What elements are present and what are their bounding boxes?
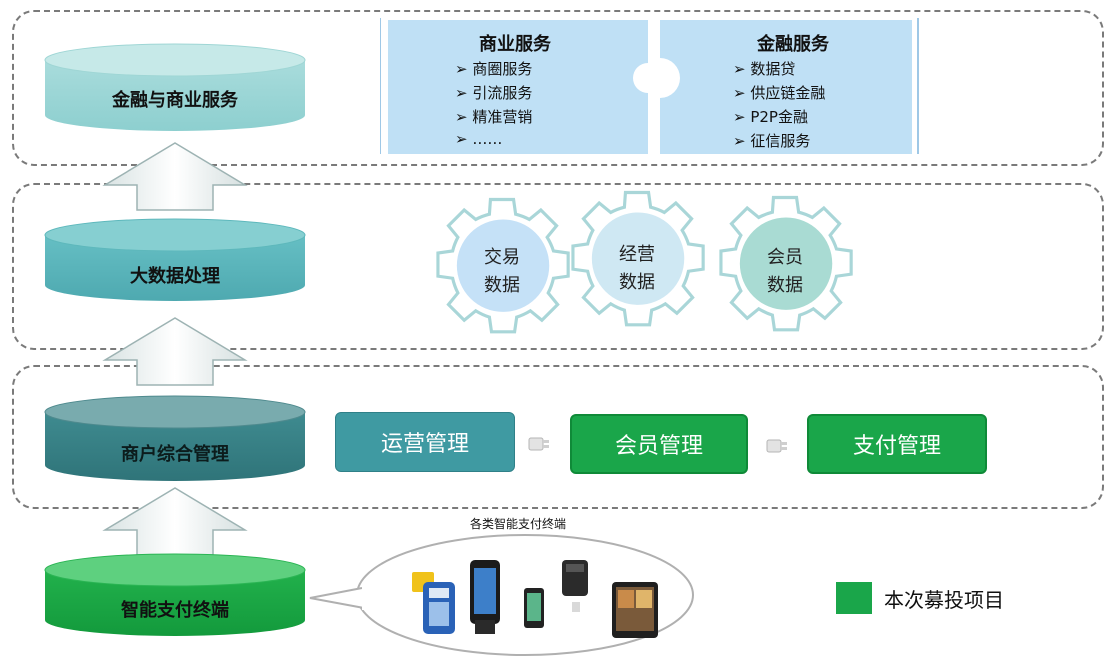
gear-label-line: 数据	[767, 275, 803, 296]
finance-service-piece	[660, 20, 912, 154]
payment-management-label: 支付管理	[852, 434, 941, 459]
business-service-piece	[388, 20, 648, 154]
business-service-item: ➢ 商圈服务	[455, 60, 533, 78]
layer-label-merchant-management: 商户综合管理	[121, 444, 229, 465]
tablet-icon	[612, 582, 658, 638]
gear-label-trade: 交易 数据	[457, 244, 547, 300]
layer-label-payment-terminal: 智能支付终端	[121, 600, 229, 621]
gear-label-line: 经营	[619, 244, 655, 265]
cylinder-big-data	[44, 218, 306, 301]
phone-reader-icon	[470, 560, 500, 634]
gear-label-member: 会员 数据	[740, 244, 830, 300]
finance-service-title: 金融服务	[757, 34, 829, 55]
gear-trade	[436, 197, 570, 334]
terminals-bubble	[309, 534, 694, 656]
gear-label-line: 会员	[767, 247, 803, 268]
operation-management-label: 运营管理	[380, 432, 469, 457]
cylinder-finance-business	[44, 43, 306, 131]
terminals-caption: 各类智能支付终端	[470, 517, 567, 531]
smartphone-icon	[524, 588, 544, 628]
business-service-item: ➢ 精准营销	[455, 108, 533, 126]
member-management-box: 会员管理	[570, 414, 748, 474]
layer-label-finance-business: 金融与商业服务	[112, 90, 238, 111]
up-arrow-2	[102, 317, 248, 386]
layer-stack-graphic	[44, 43, 306, 636]
data-gears	[436, 190, 853, 334]
plug-connector-icon	[528, 437, 549, 451]
gear-label-line: 数据	[619, 272, 655, 293]
gear-operation	[571, 190, 705, 327]
gear-label-line: 交易	[484, 247, 520, 268]
operation-management-box: 运营管理	[335, 412, 515, 472]
gear-member	[719, 195, 853, 332]
up-arrow-1	[102, 142, 248, 211]
finance-service-item: ➢ 数据贷	[733, 60, 796, 78]
plug-connector-icon	[766, 439, 787, 453]
cylinder-merchant-management	[44, 395, 306, 481]
business-service-item: ➢ ……	[455, 130, 503, 148]
business-service-item: ➢ 引流服务	[455, 84, 533, 102]
services-puzzle	[380, 18, 919, 154]
legend-swatch	[836, 582, 872, 614]
band-big-data	[12, 183, 1104, 350]
up-arrow-3	[102, 487, 248, 556]
legend-label: 本次募投项目	[884, 588, 1004, 612]
band-merchant-management	[12, 365, 1104, 509]
card-reader-icon	[562, 560, 588, 612]
gear-label-line: 数据	[484, 275, 520, 296]
cylinder-payment-terminal	[44, 553, 306, 636]
member-management-label: 会员管理	[614, 434, 703, 459]
payment-management-box: 支付管理	[807, 414, 987, 474]
layer-label-big-data: 大数据处理	[130, 266, 220, 287]
band-finance-business	[12, 10, 1104, 166]
business-service-title: 商业服务	[479, 34, 551, 55]
finance-service-item: ➢ P2P金融	[733, 108, 808, 126]
finance-service-item: ➢ 供应链金融	[733, 84, 826, 102]
pos-terminal-icon	[412, 572, 455, 634]
finance-service-item: ➢ 征信服务	[733, 132, 811, 150]
gear-label-operation: 经营 数据	[592, 241, 682, 297]
